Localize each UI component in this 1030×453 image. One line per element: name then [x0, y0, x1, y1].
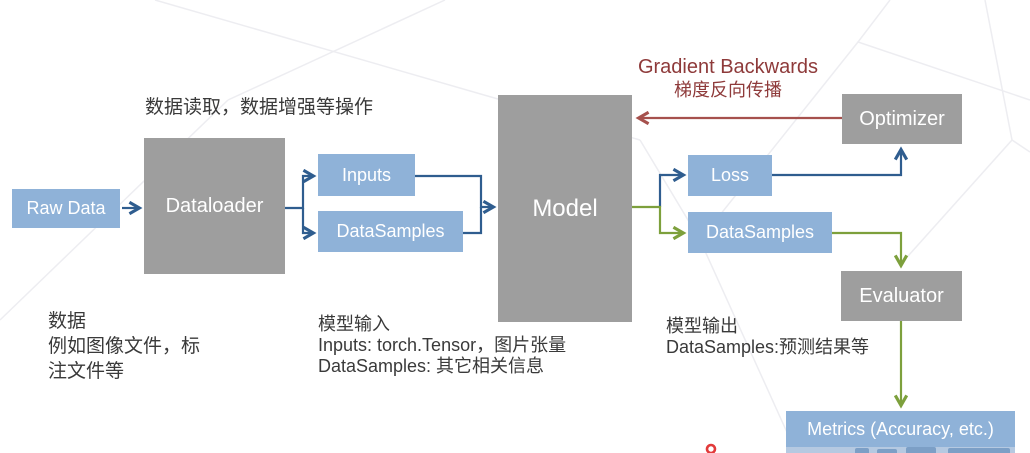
model-output-note: 模型输出 DataSamples:预测结果等 — [666, 316, 869, 358]
node-metrics: Metrics (Accuracy, etc.) — [786, 411, 1015, 447]
mesh-line — [699, 239, 796, 451]
model-input-note: 模型输入 Inputs: torch.Tensor，图片张量 DataSampl… — [318, 314, 566, 377]
gradient-note-en: Gradient Backwards — [637, 56, 819, 78]
raw-data-note: 数据 例如图像文件，标 注文件等 — [48, 309, 200, 384]
node-optimizer: Optimizer — [842, 94, 962, 144]
strip-glyph-fragment — [906, 447, 936, 453]
arrow-model-to-loss — [658, 175, 682, 207]
model-input-note-line1: 模型输入 — [318, 314, 390, 334]
gradient-backwards-note: Gradient Backwards 梯度反向传播 — [618, 55, 838, 101]
gradient-note-zh: 梯度反向传播 — [674, 80, 782, 100]
arrow-dataloader-to-datasamples — [301, 208, 312, 233]
arrow-inputs-to-model — [415, 174, 492, 207]
node-inputs: Inputs — [318, 154, 415, 196]
model-output-note-line1: 模型输出 — [666, 316, 738, 336]
mesh-line — [1011, 139, 1030, 153]
mesh-line — [227, 0, 446, 101]
model-input-note-line2: Inputs: torch.Tensor，图片张量 — [318, 335, 567, 355]
arrow-loss-to-optimizer — [772, 151, 901, 177]
arrow-model-to-datasamples-out — [632, 205, 682, 233]
strip-glyph-fragment — [948, 448, 1010, 453]
raw-data-note-line1: 数据 — [48, 311, 87, 332]
mesh-line — [699, 41, 859, 241]
node-raw-data: Raw Data — [12, 189, 120, 228]
node-model: Model — [498, 95, 632, 322]
node-evaluator: Evaluator — [841, 271, 962, 321]
node-dataloader: Dataloader — [144, 138, 285, 274]
node-datasamples-in: DataSamples — [318, 211, 463, 252]
raw-data-note-line2: 例如图像文件，标 — [48, 336, 201, 357]
node-datasamples-out: DataSamples — [688, 212, 832, 253]
dataloader-note: 数据读取，数据增强等操作 — [145, 97, 374, 118]
pointer-dot-icon — [705, 443, 717, 453]
raw-data-note-line3: 注文件等 — [48, 361, 125, 382]
model-output-note-line2: DataSamples:预测结果等 — [666, 337, 870, 357]
metrics-bottom-strip — [786, 447, 1015, 453]
strip-glyph-fragment — [877, 449, 897, 453]
connector-datasamples-to-join — [463, 207, 483, 235]
arrow-dataloader-to-inputs — [285, 176, 312, 210]
strip-glyph-fragment — [855, 448, 869, 453]
model-input-note-line3: DataSamples: 其它相关信息 — [318, 356, 545, 376]
node-loss: Loss — [688, 155, 772, 196]
arrow-datasamples-to-evaluator — [832, 231, 901, 264]
